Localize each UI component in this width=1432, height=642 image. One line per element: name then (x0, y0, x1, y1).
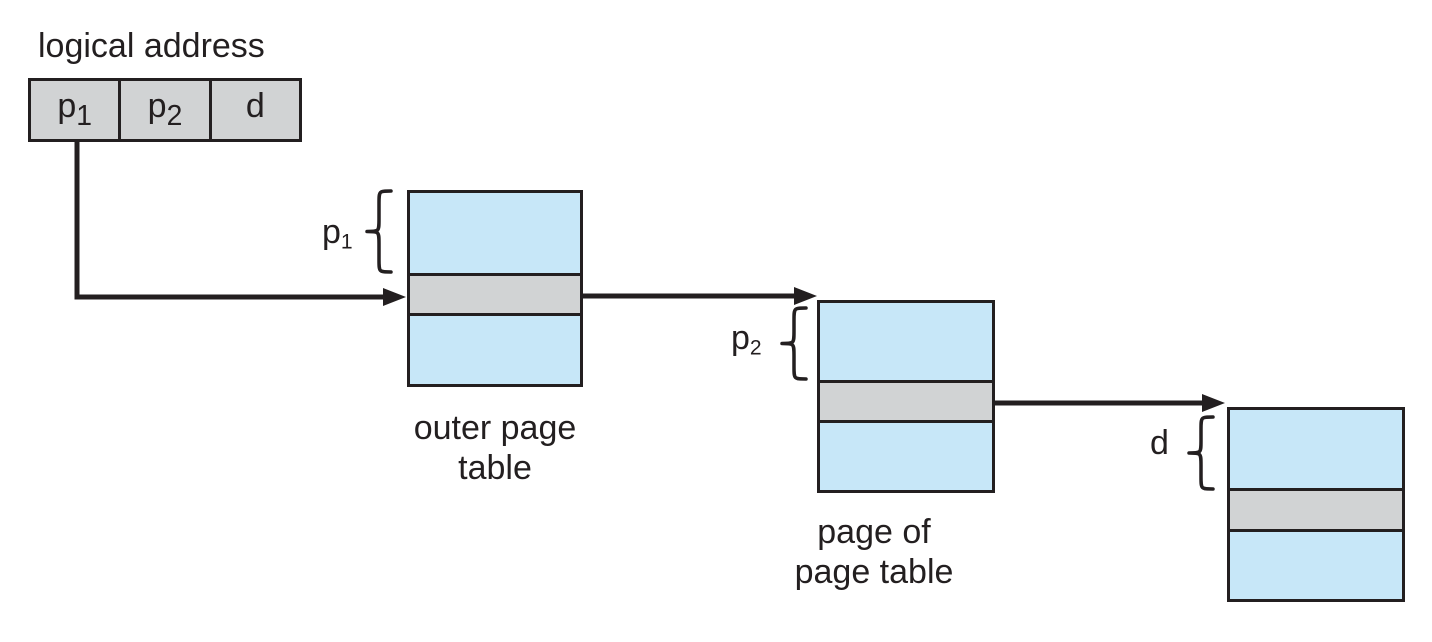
logical-address-title: logical address (38, 27, 265, 65)
page-bottom-section (1230, 532, 1402, 599)
middle-caption-line2: page table (794, 553, 954, 591)
brace-p1-icon (365, 189, 393, 274)
middle-caption-line1: page of (817, 513, 931, 551)
addr-cell-d: d (212, 81, 299, 139)
outer-caption-line2: table (458, 449, 532, 487)
index-label-p1: p1 (322, 213, 353, 254)
index-label-p2: p2 (731, 319, 762, 360)
memory-page-box (1227, 407, 1405, 602)
outer-caption-line1: outer page (413, 409, 577, 447)
arrowhead-logical-to-outer-icon (383, 288, 406, 306)
page-top-section (1230, 410, 1402, 488)
page-selected-entry (1230, 488, 1402, 532)
outer-table-selected-entry (410, 273, 580, 316)
addr-cell-d-label: d (245, 87, 265, 126)
addr-cell-p1: p1 (31, 81, 122, 139)
page-of-page-table-caption: page of page table (774, 512, 974, 592)
page-of-page-table-box (817, 300, 995, 493)
outer-page-table-caption: outer page table (395, 408, 595, 488)
brace-p2-icon (780, 306, 808, 381)
addr-cell-p2-label: p2 (147, 87, 183, 132)
middle-table-top-section (820, 303, 992, 380)
addr-cell-p2: p2 (121, 81, 212, 139)
arrowhead-middle-to-page-icon (1202, 394, 1225, 412)
logical-address-box: p1 p2 d (28, 78, 302, 142)
brace-d-icon (1187, 415, 1215, 491)
outer-table-bottom-section (410, 316, 580, 384)
middle-table-bottom-section (820, 423, 992, 490)
index-label-d: d (1150, 424, 1169, 462)
addr-cell-p1-label: p1 (57, 87, 92, 132)
middle-table-selected-entry (820, 380, 992, 423)
outer-table-top-section (410, 193, 580, 273)
outer-page-table-box (407, 190, 583, 387)
arrowhead-outer-to-middle-icon (794, 287, 817, 305)
